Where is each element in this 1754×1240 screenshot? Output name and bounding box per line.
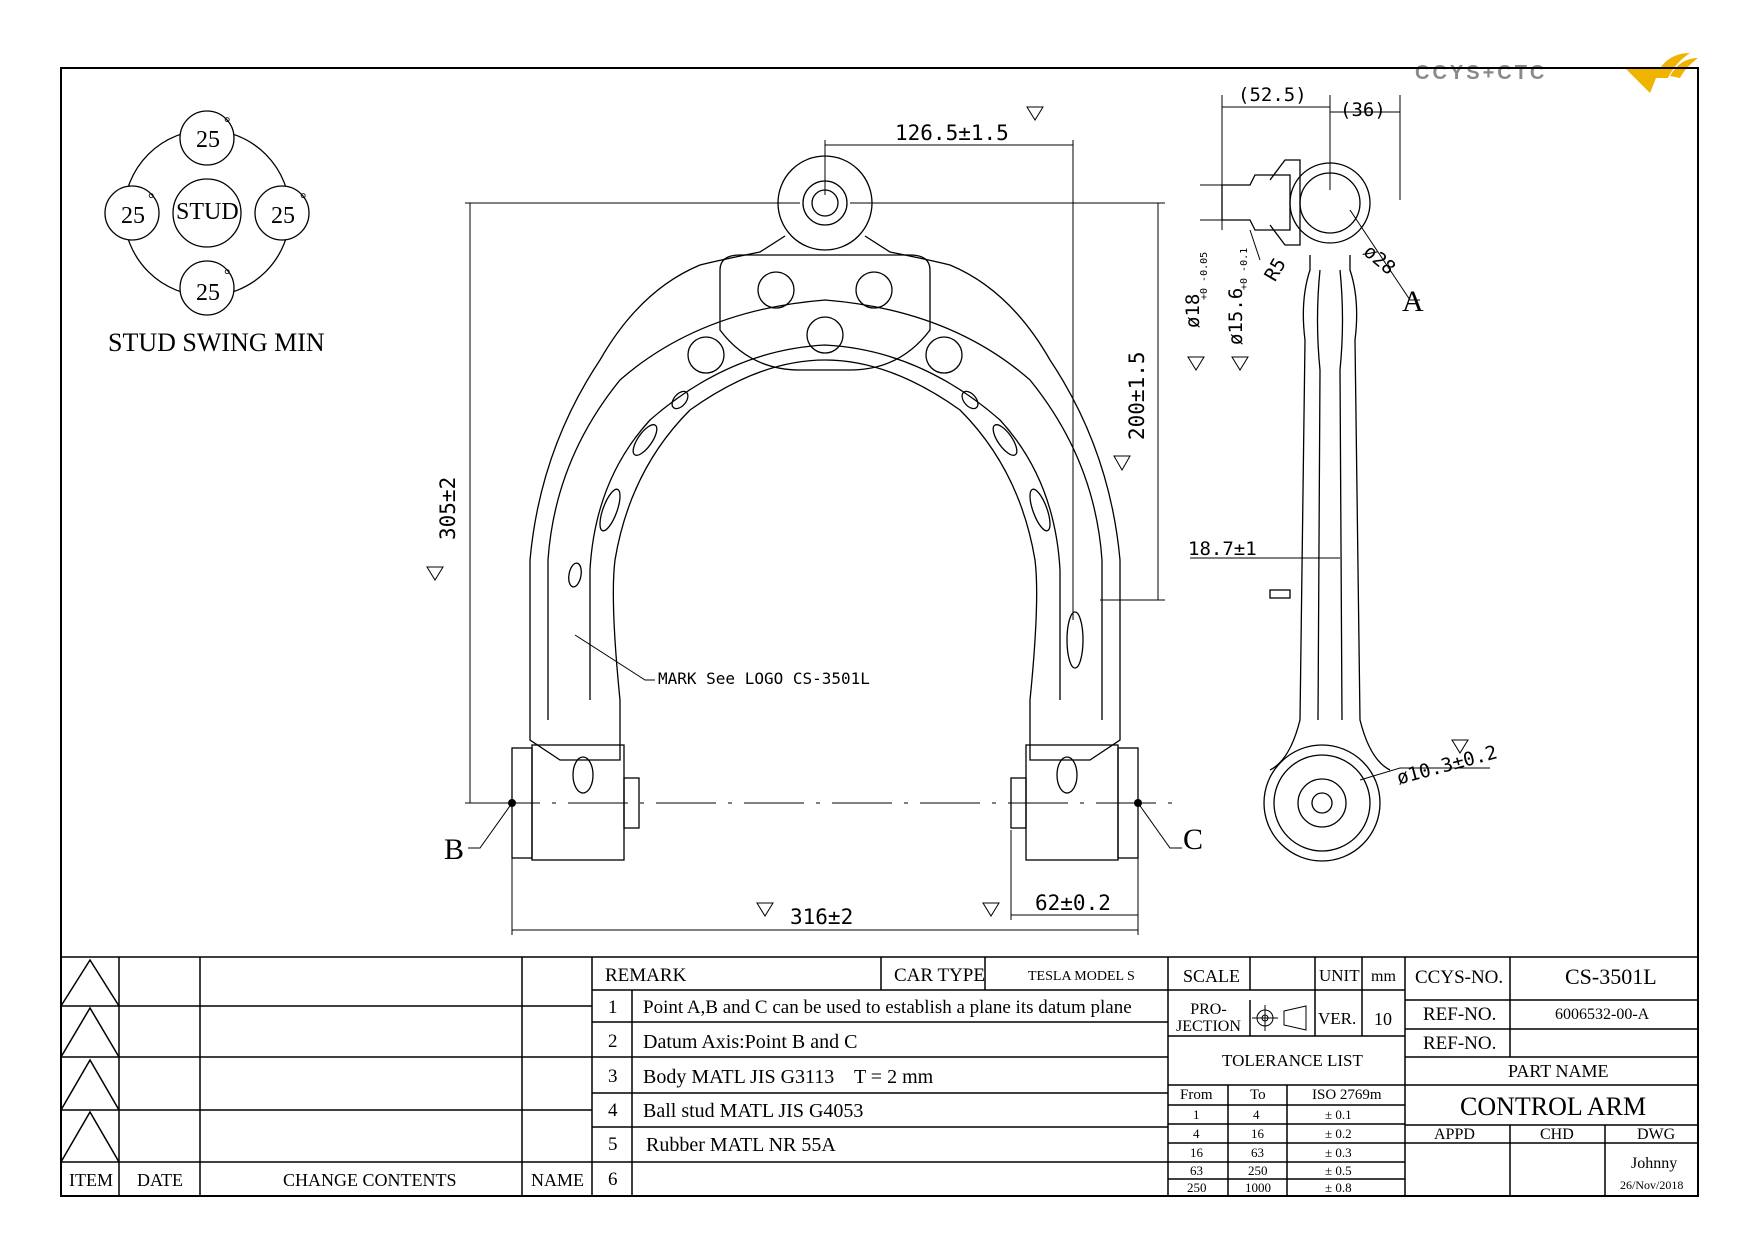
part-name-label: PART NAME: [1508, 1061, 1609, 1081]
appd-label: APPD: [1434, 1126, 1475, 1143]
tol-col-iso: ISO 2769m: [1312, 1087, 1382, 1103]
tol-r3-from: 16: [1190, 1145, 1203, 1160]
point-c-label: C: [1183, 823, 1204, 856]
dim-52-5: (52.5): [1238, 84, 1307, 106]
stud-angle-right: 25: [271, 203, 295, 229]
remark-row-2-no: 2: [608, 1031, 618, 1052]
remark-row-1-text: Point A,B and C can be used to establish…: [643, 997, 1132, 1018]
remark-row-4-no: 4: [608, 1100, 618, 1121]
control-arm-side-view: [1221, 159, 1391, 862]
ver-label: VER.: [1318, 1009, 1357, 1028]
stud-center-label: STUD: [176, 199, 239, 225]
dim-15-6-tol: +0 -0.1: [1239, 247, 1250, 290]
dwg-label: DWG: [1637, 1126, 1676, 1143]
remark-row-4-text: Ball stud MATL JIS G4053: [643, 1100, 864, 1122]
tol-r4-to: 250: [1248, 1163, 1268, 1178]
stud-deg-top: °: [224, 115, 231, 132]
projection-label: PRO- JECTION: [1176, 1001, 1241, 1035]
remark-row-5-no: 5: [608, 1134, 618, 1155]
tol-col-from: From: [1180, 1087, 1213, 1103]
dim-15-6: ø15.6: [1225, 287, 1247, 345]
front-dimensions: [426, 106, 1165, 935]
dim-200: 200±1.5: [1125, 351, 1149, 440]
rev-change-header: CHANGE CONTENTS: [283, 1170, 457, 1190]
rev-name-header: NAME: [531, 1170, 584, 1190]
dim-18-tol: +0 -0.05: [1199, 251, 1210, 300]
remark-row-3-no: 3: [608, 1066, 618, 1087]
part-name-value: CONTROL ARM: [1460, 1092, 1647, 1121]
ccys-no-label: CCYS-NO.: [1415, 967, 1504, 988]
tol-r5-val: ± 0.8: [1325, 1180, 1352, 1195]
dim-316: 316±2: [790, 905, 854, 929]
tol-r5-to: 1000: [1245, 1180, 1271, 1195]
side-dimensions: [1187, 95, 1490, 781]
remark-header: REMARK: [605, 965, 687, 986]
dim-62: 62±0.2: [1035, 891, 1111, 915]
stud-swing-caption: STUD SWING MIN: [108, 328, 325, 357]
tol-r3-val: ± 0.3: [1325, 1145, 1352, 1160]
tol-r3-to: 63: [1251, 1145, 1264, 1160]
car-type-label: CAR TYPE: [894, 965, 985, 986]
drawing-date: 26/Nov/2018: [1620, 1178, 1684, 1192]
rev-date-header: DATE: [137, 1170, 183, 1190]
ver-value: 10: [1374, 1009, 1392, 1029]
remark-row-5-text: Rubber MATL NR 55A: [646, 1134, 836, 1156]
remark-row-2-text: Datum Axis:Point B and C: [643, 1031, 858, 1053]
stud-deg-right: °: [300, 191, 307, 208]
tol-col-to: To: [1250, 1087, 1266, 1103]
chd-label: CHD: [1540, 1126, 1574, 1143]
unit-value: mm: [1371, 968, 1396, 985]
stud-angle-bottom: 25: [196, 280, 220, 306]
tol-r5-from: 250: [1187, 1180, 1207, 1195]
point-b-label: B: [444, 833, 465, 866]
tolerance-title: TOLERANCE LIST: [1222, 1051, 1363, 1070]
ref-no2-label: REF-NO.: [1423, 1033, 1497, 1054]
dim-305: 305±2: [436, 476, 460, 540]
tol-r4-val: ± 0.5: [1325, 1163, 1352, 1178]
unit-label: UNIT: [1319, 966, 1360, 985]
stud-angle-left: 25: [121, 203, 145, 229]
mark-note: MARK See LOGO CS-3501L: [658, 669, 870, 688]
tol-r1-to: 4: [1253, 1107, 1260, 1122]
tol-r2-val: ± 0.2: [1325, 1126, 1352, 1141]
scale-label: SCALE: [1183, 966, 1241, 986]
stud-deg-left: °: [148, 191, 155, 208]
control-arm-front-view: [511, 155, 1139, 861]
remark-row-1-no: 1: [608, 997, 618, 1018]
dim-36: (36): [1340, 99, 1386, 121]
tol-r4-from: 63: [1190, 1163, 1203, 1178]
drawing-border: [60, 67, 1699, 1197]
projection-symbol-icon: [1252, 1005, 1307, 1031]
tol-r2-from: 4: [1193, 1126, 1200, 1141]
remark-row-3-text: Body MATL JIS G3113 T = 2 mm: [643, 1066, 934, 1088]
point-a-label: A: [1402, 285, 1424, 318]
dim-126: 126.5±1.5: [895, 121, 1009, 145]
remark-row-6-no: 6: [608, 1169, 618, 1190]
ref-no-label: REF-NO.: [1423, 1004, 1497, 1025]
stud-swing-diagram: [104, 110, 310, 316]
tol-r1-from: 1: [1193, 1107, 1200, 1122]
ccys-no-value: CS-3501L: [1565, 964, 1657, 989]
tol-r1-val: ± 0.1: [1325, 1107, 1352, 1122]
drawn-by: Johnny: [1631, 1155, 1678, 1172]
tol-r2-to: 16: [1251, 1126, 1264, 1141]
stud-deg-bottom: °: [224, 267, 231, 284]
ref-no-value: 6006532-00-A: [1555, 1006, 1650, 1023]
dim-18-7: 18.7±1: [1188, 538, 1257, 560]
stud-angle-top: 25: [196, 127, 220, 153]
rev-item-header: ITEM: [69, 1170, 113, 1190]
car-type-value: TESLA MODEL S: [1028, 969, 1135, 984]
title-block-grid: [60, 956, 1698, 1196]
